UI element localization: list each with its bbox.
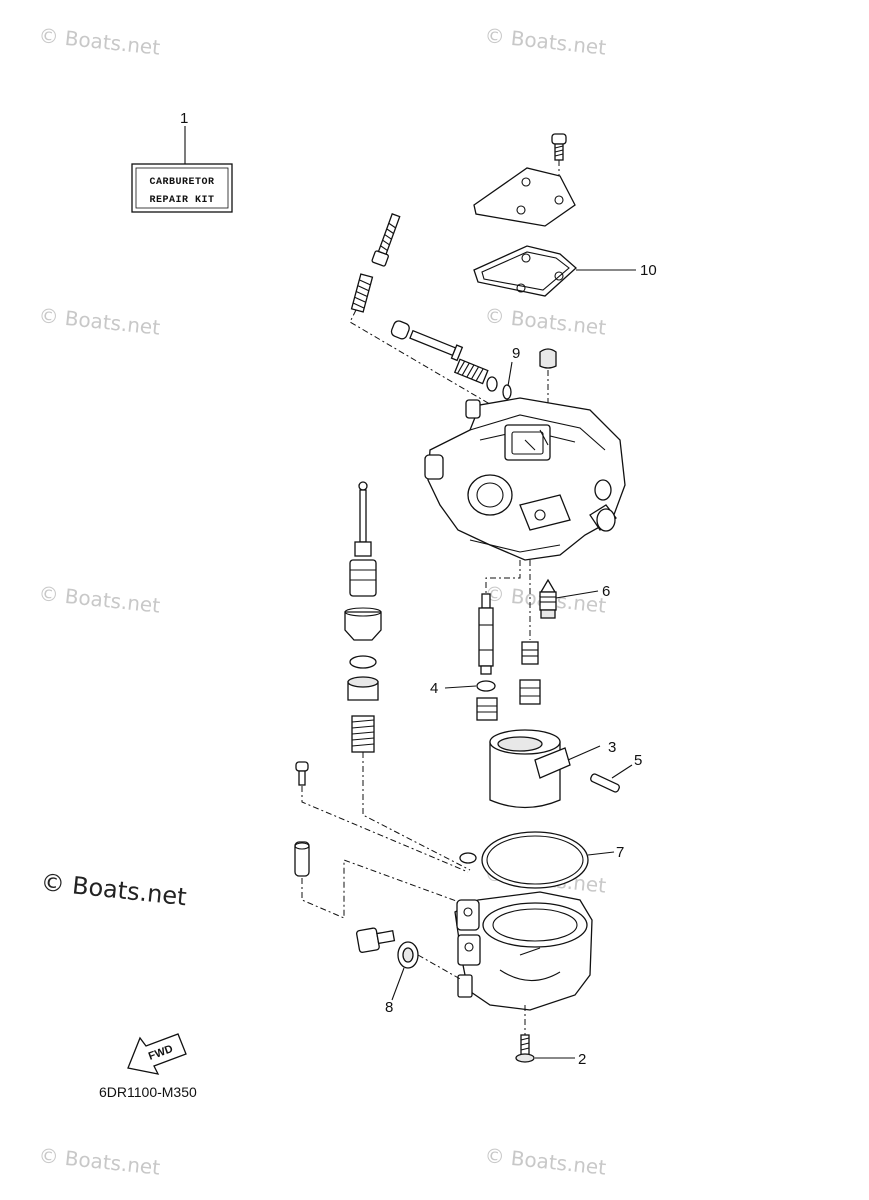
callout-8: 8	[385, 999, 393, 1016]
pilot-screw-assembly[interactable]	[349, 213, 501, 411]
main-nozzle-assembly[interactable]	[478, 593, 494, 675]
diagram-code: 6DR1100-M350	[99, 1084, 197, 1100]
carburetor-body[interactable]	[424, 397, 626, 561]
drain-screw[interactable]	[295, 761, 469, 873]
part-3-float[interactable]: 3	[489, 729, 616, 809]
callout-5: 5	[634, 752, 642, 769]
watermark: © Boats.net	[37, 303, 161, 340]
part-6-needle-valve[interactable]: 6	[539, 578, 610, 619]
callout-7: 7	[616, 844, 624, 861]
watermark: © Boats.net	[483, 23, 607, 60]
callout-9: 9	[512, 345, 520, 362]
cap-plug[interactable]	[539, 348, 557, 420]
top-cover-plate[interactable]	[473, 167, 576, 227]
part-10-gasket[interactable]: 10	[473, 245, 657, 297]
float-chamber[interactable]	[454, 891, 593, 1035]
jet-needle-stack[interactable]	[344, 481, 471, 871]
throttle-shaft-group[interactable]	[390, 319, 498, 392]
pilot-jet[interactable]	[519, 641, 541, 705]
part-8-drain-bolt-washer[interactable]: 8	[355, 925, 463, 1016]
callout-2: 2	[578, 1051, 586, 1068]
callout-10: 10	[640, 262, 657, 279]
watermark: © Boats.net	[483, 303, 607, 340]
callout-4: 4	[430, 680, 438, 697]
part-9-o-ring[interactable]: 9	[502, 345, 520, 400]
watermark: © Boats.net	[483, 1143, 607, 1180]
part-4-o-ring[interactable]: 4	[430, 680, 498, 721]
watermark: © Boats.net	[37, 23, 161, 60]
watermark: © Boats.net	[37, 581, 161, 618]
callout-1: 1	[180, 110, 188, 127]
watermark-large: © Boats.net	[39, 868, 188, 911]
part-7-chamber-gasket[interactable]: 7	[459, 831, 624, 889]
watermark: © Boats.net	[37, 1143, 161, 1180]
kit-line-1: CARBURETOR	[149, 177, 214, 188]
fwd-arrow-icon: FWD	[127, 1033, 187, 1075]
part-5-float-pin[interactable]: 5	[590, 752, 643, 793]
part-1-carburetor-repair-kit[interactable]: 1 CARBURETOR REPAIR KIT	[131, 110, 233, 213]
part-2-chamber-screw[interactable]: 2	[515, 1034, 586, 1068]
kit-line-2: REPAIR KIT	[149, 195, 214, 206]
callout-6: 6	[602, 583, 610, 600]
plunger[interactable]	[294, 841, 471, 919]
callout-3: 3	[608, 739, 616, 756]
